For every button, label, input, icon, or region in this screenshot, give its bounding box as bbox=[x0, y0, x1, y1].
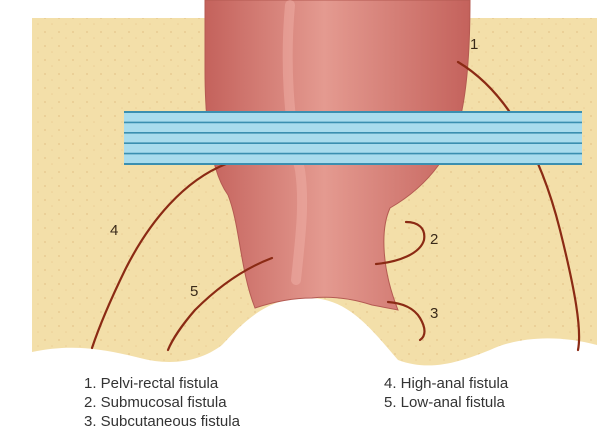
marker-4: 4 bbox=[110, 222, 118, 239]
legend-left: 1. Pelvi-rectal fistula 2. Submucosal fi… bbox=[84, 374, 240, 431]
legend-item-submucosal: 2. Submucosal fistula bbox=[84, 393, 240, 412]
legend-item-high-anal: 4. High-anal fistula bbox=[384, 374, 508, 393]
legend-right: 4. High-anal fistula 5. Low-anal fistula bbox=[384, 374, 508, 412]
marker-3: 3 bbox=[430, 305, 438, 322]
marker-5: 5 bbox=[190, 283, 198, 300]
levator-band bbox=[124, 112, 582, 164]
legend-item-low-anal: 5. Low-anal fistula bbox=[384, 393, 508, 412]
marker-1: 1 bbox=[470, 36, 478, 53]
marker-2: 2 bbox=[430, 231, 438, 248]
legend-item-subcutaneous: 3. Subcutaneous fistula bbox=[84, 412, 240, 431]
legend-item-pelvi-rectal: 1. Pelvi-rectal fistula bbox=[84, 374, 240, 393]
